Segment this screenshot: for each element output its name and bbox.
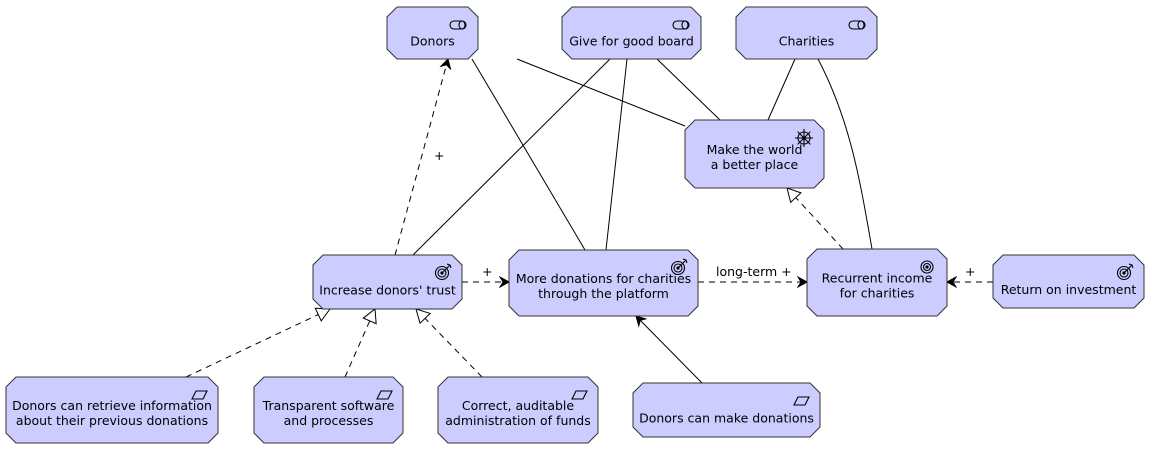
edge-board-donations — [605, 58, 628, 251]
node-shape — [253, 376, 404, 444]
edge-labels: + + long-term + + — [434, 148, 975, 279]
node-shape — [312, 254, 463, 310]
goal-target-icon — [434, 263, 452, 281]
node-label: a better place — [711, 157, 799, 172]
edge-retrieve-trust — [185, 307, 331, 378]
node-label: Donors can make donations — [639, 411, 814, 426]
edge-trust-donors — [394, 59, 448, 256]
edge-label-roi-recurrent: + — [965, 264, 975, 279]
node-label: More donations for charities — [516, 271, 691, 286]
node-shape — [508, 249, 699, 317]
role-icon — [449, 20, 467, 30]
edge-donors-world — [516, 58, 686, 127]
node-board[interactable]: Give for good board — [561, 6, 702, 60]
edge-label-donations-recurrent: long-term + — [716, 264, 792, 279]
edge-label-trust-donors: + — [434, 148, 444, 163]
edge-recurrent-world — [786, 187, 844, 250]
node-shape — [684, 119, 825, 189]
node-shape — [735, 6, 878, 60]
edge-donors-donations — [471, 58, 586, 251]
node-label: and processes — [284, 413, 374, 428]
node-label: Donors can retrieve information — [12, 398, 212, 413]
role-icon — [672, 20, 690, 30]
edge-board-trust — [412, 58, 611, 256]
node-shape — [992, 254, 1145, 309]
node-label: Increase donors' trust — [319, 283, 456, 298]
node-label: Return on investment — [1001, 282, 1137, 297]
node-shape — [386, 6, 479, 60]
node-shape — [5, 376, 219, 444]
edge-charities-recurrent — [817, 58, 873, 250]
node-label: Charities — [779, 33, 835, 48]
edges — [185, 58, 993, 384]
edge-make-donations — [636, 316, 703, 384]
requirement-parallelogram-icon — [376, 390, 393, 400]
node-make[interactable]: Donors can make donations — [632, 382, 821, 438]
goal-target-icon — [670, 258, 688, 276]
requirement-parallelogram-icon — [793, 396, 810, 406]
goal-target-icon — [1116, 263, 1134, 281]
edge-charities-world — [767, 58, 796, 121]
node-label: through the platform — [538, 286, 669, 301]
node-charities[interactable]: Charities — [735, 6, 878, 60]
driver-wheel-icon — [795, 129, 813, 147]
node-label: Donors — [410, 33, 455, 48]
edge-board-world — [656, 58, 721, 121]
node-label: administration of funds — [445, 413, 590, 428]
node-label: Make the world — [707, 142, 803, 157]
node-trust[interactable]: Increase donors' trust — [312, 254, 463, 310]
node-shape — [561, 6, 702, 60]
requirement-parallelogram-icon — [571, 390, 588, 400]
node-shape — [632, 382, 821, 438]
node-label: Recurrent income — [822, 270, 933, 285]
node-label: about their previous donations — [16, 413, 208, 428]
node-label: Give for good board — [569, 33, 694, 48]
outcome-bullseye-icon — [920, 260, 934, 274]
node-label: Correct, auditable — [462, 398, 575, 413]
edge-auditable-trust — [415, 308, 483, 378]
edge-label-trust-donations: + — [482, 264, 492, 279]
node-label: for charities — [840, 285, 915, 300]
edge-transparent-trust — [344, 308, 377, 378]
node-shape — [437, 376, 599, 444]
requirement-parallelogram-icon — [191, 390, 208, 400]
node-donors[interactable]: Donors — [386, 6, 479, 60]
role-icon — [848, 20, 866, 30]
node-shape — [806, 248, 948, 317]
node-roi[interactable]: Return on investment — [992, 254, 1145, 309]
node-label: Transparent software — [262, 398, 395, 413]
